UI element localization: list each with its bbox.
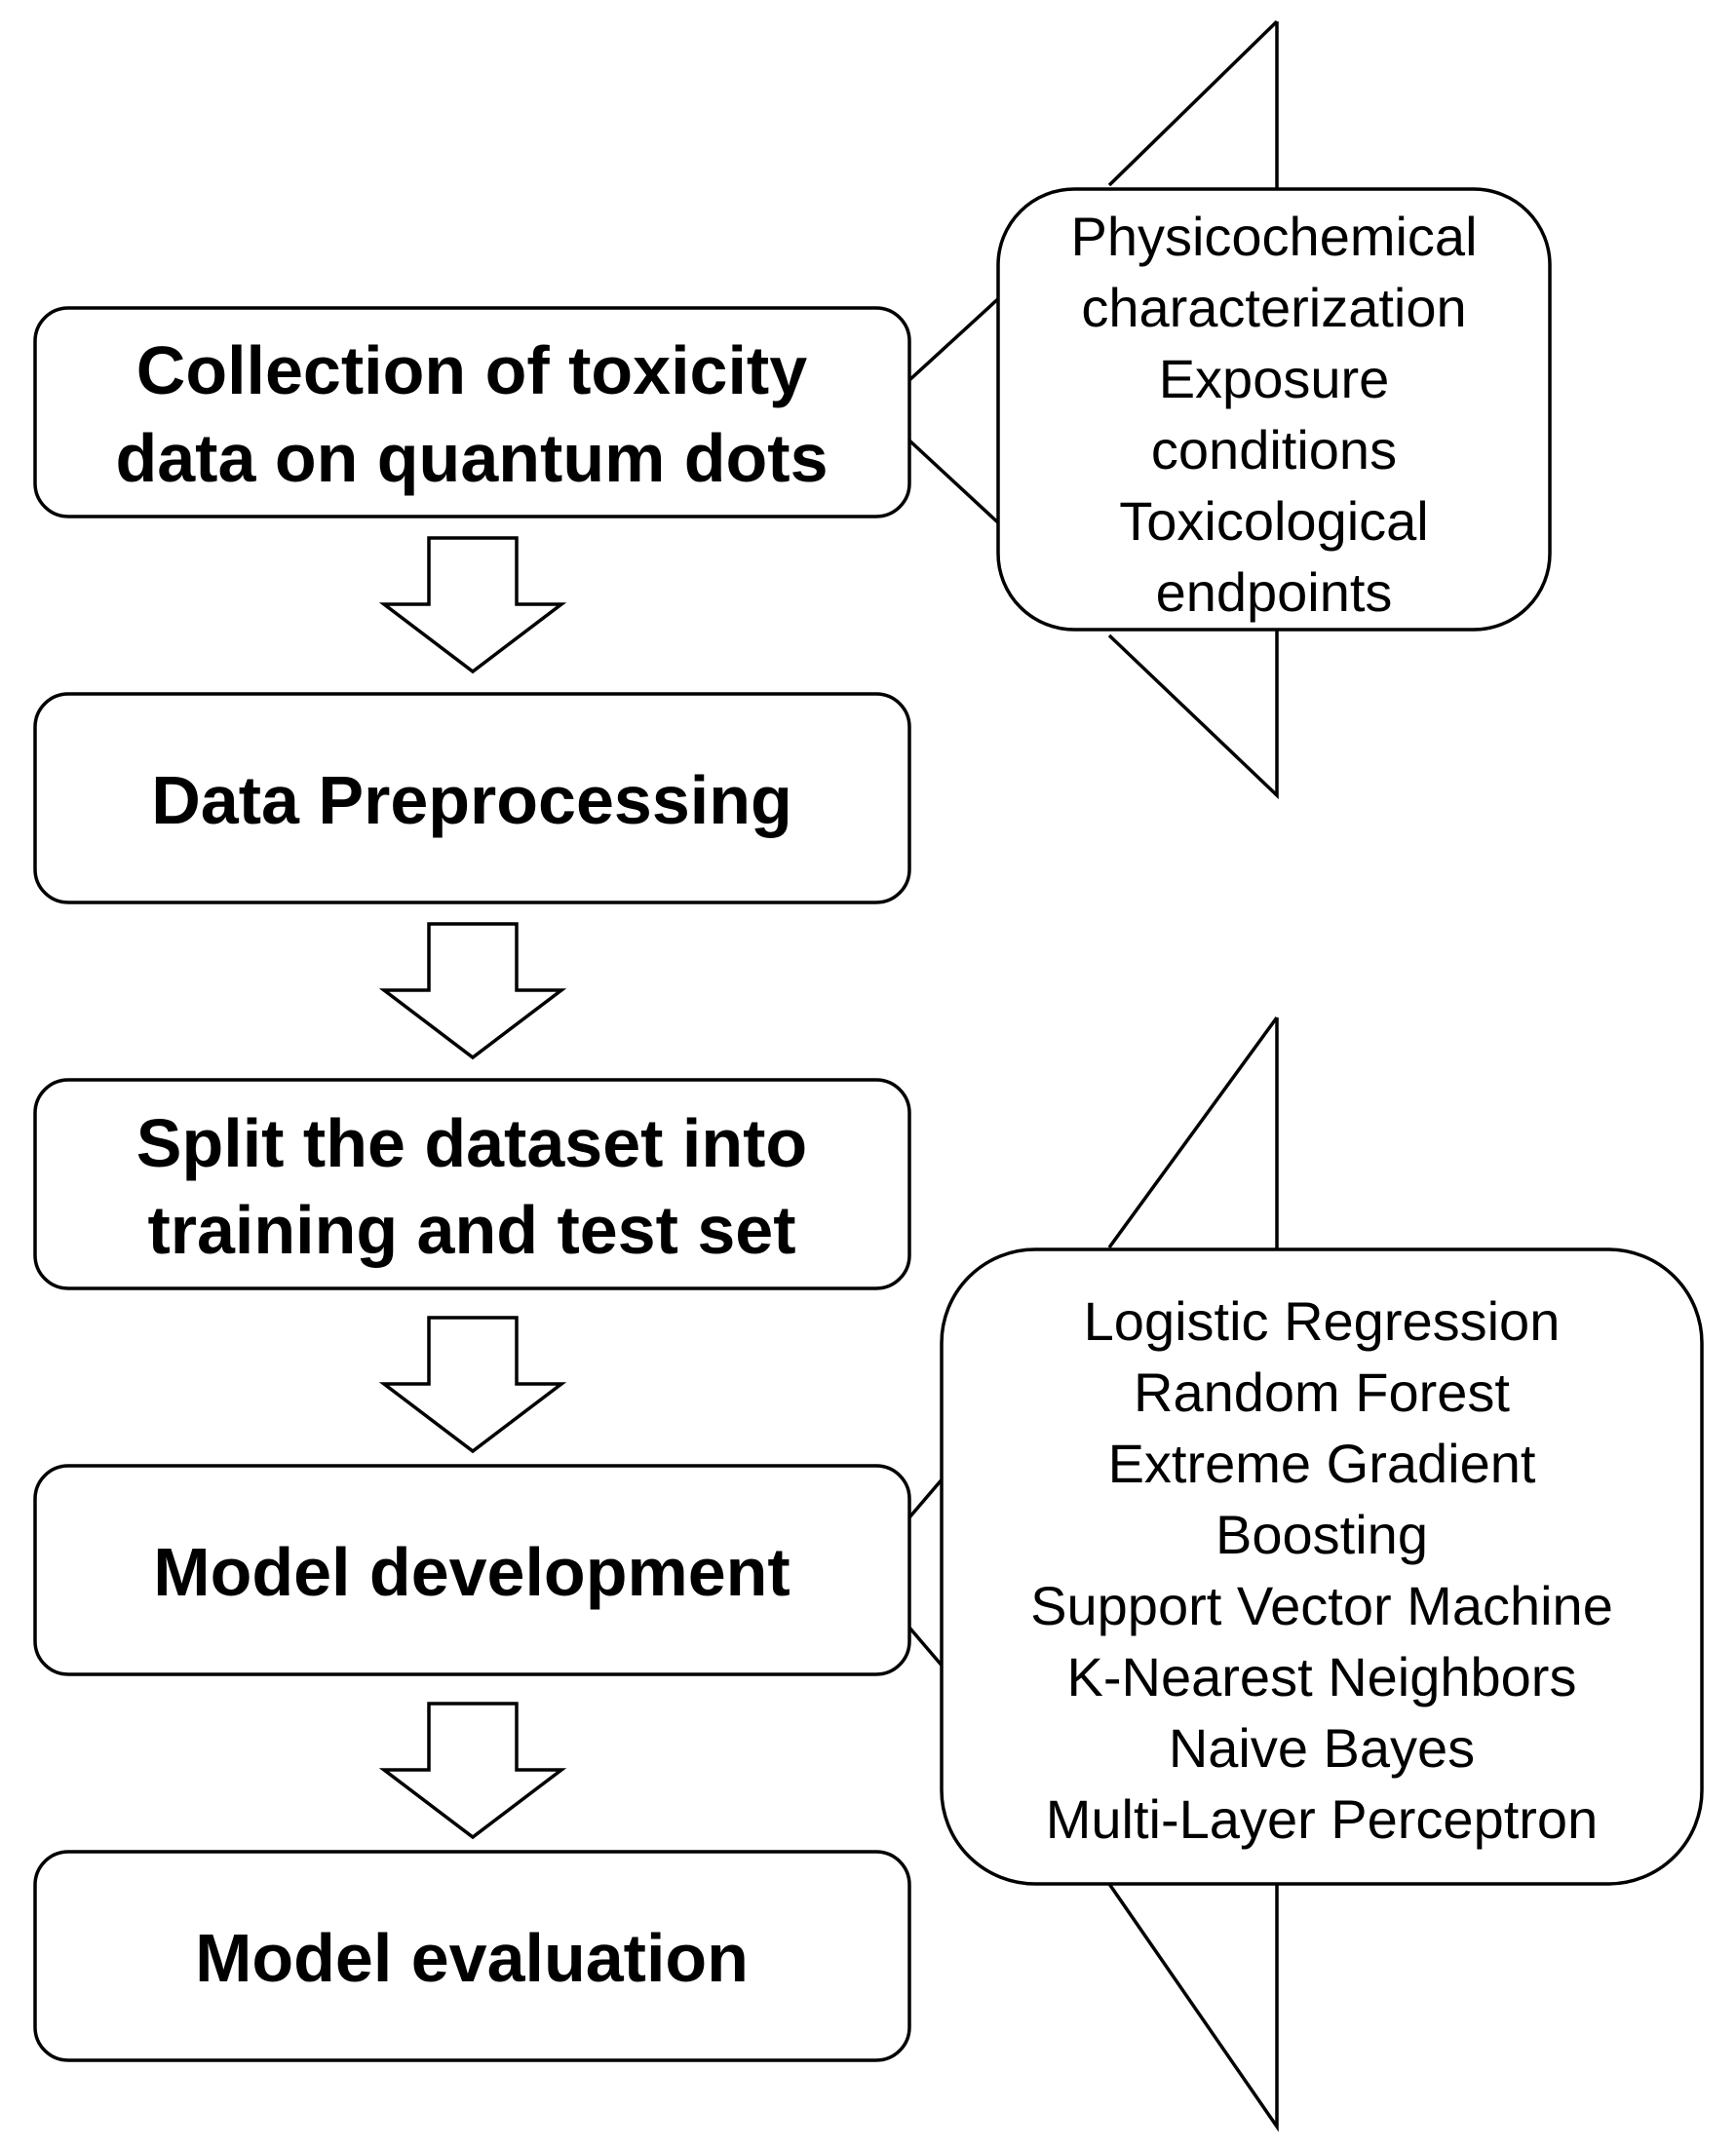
- step-label: data on quantum dots: [115, 420, 828, 496]
- down-arrow-icon: [378, 922, 567, 1060]
- callout-data-features: Physicochemical characterization Exposur…: [907, 19, 1552, 800]
- step-label: Model development: [153, 1534, 790, 1610]
- down-arrow-icon: [378, 536, 567, 674]
- callout-item: Extreme Gradient: [1108, 1433, 1536, 1494]
- down-arrow-icon: [378, 1316, 567, 1454]
- step-box: [33, 1078, 911, 1290]
- connector-line: [907, 439, 1004, 528]
- callout-item: Naive Bayes: [1169, 1717, 1475, 1779]
- connector-line: [907, 1476, 945, 1519]
- step-preprocessing: Data Preprocessing: [33, 692, 911, 904]
- step-collection: Collection of toxicity data on quantum d…: [33, 306, 911, 518]
- step-box: [33, 306, 911, 518]
- callout-item: Support Vector Machine: [1030, 1575, 1613, 1636]
- step-label: Split the dataset into: [136, 1105, 807, 1181]
- callout-item: K-Nearest Neighbors: [1067, 1646, 1577, 1707]
- step-box: [33, 1464, 911, 1676]
- step-model-evaluation: Model evaluation: [33, 1850, 911, 2062]
- callout-item: endpoints: [1156, 561, 1393, 623]
- callout-item: Logistic Regression: [1084, 1290, 1561, 1352]
- step-model-development: Model development: [33, 1464, 911, 1676]
- callout-box: [996, 187, 1552, 632]
- callout-item: Boosting: [1215, 1504, 1428, 1565]
- connector-line: [907, 293, 1004, 382]
- callout-item: Random Forest: [1134, 1362, 1510, 1423]
- callout-item: conditions: [1151, 419, 1397, 480]
- step-split: Split the dataset into training and test…: [33, 1078, 911, 1290]
- callout-models: Logistic Regression Random Forest Extrem…: [907, 1016, 1704, 2132]
- step-label: Collection of toxicity: [136, 332, 807, 408]
- down-arrow-icon: [378, 1702, 567, 1840]
- step-box: [33, 692, 911, 904]
- callout-item: characterization: [1081, 277, 1466, 338]
- connector-line: [907, 1626, 945, 1669]
- step-label: Data Preprocessing: [151, 762, 791, 838]
- callout-item: Physicochemical: [1070, 206, 1477, 267]
- step-label: Model evaluation: [195, 1920, 749, 1996]
- callout-item: Multi-Layer Perceptron: [1046, 1788, 1598, 1850]
- callout-item: Toxicological: [1119, 490, 1429, 552]
- callout-box: [940, 1247, 1704, 1886]
- callout-item: Exposure: [1159, 348, 1390, 409]
- step-label: training and test set: [147, 1192, 795, 1268]
- step-box: [33, 1850, 911, 2062]
